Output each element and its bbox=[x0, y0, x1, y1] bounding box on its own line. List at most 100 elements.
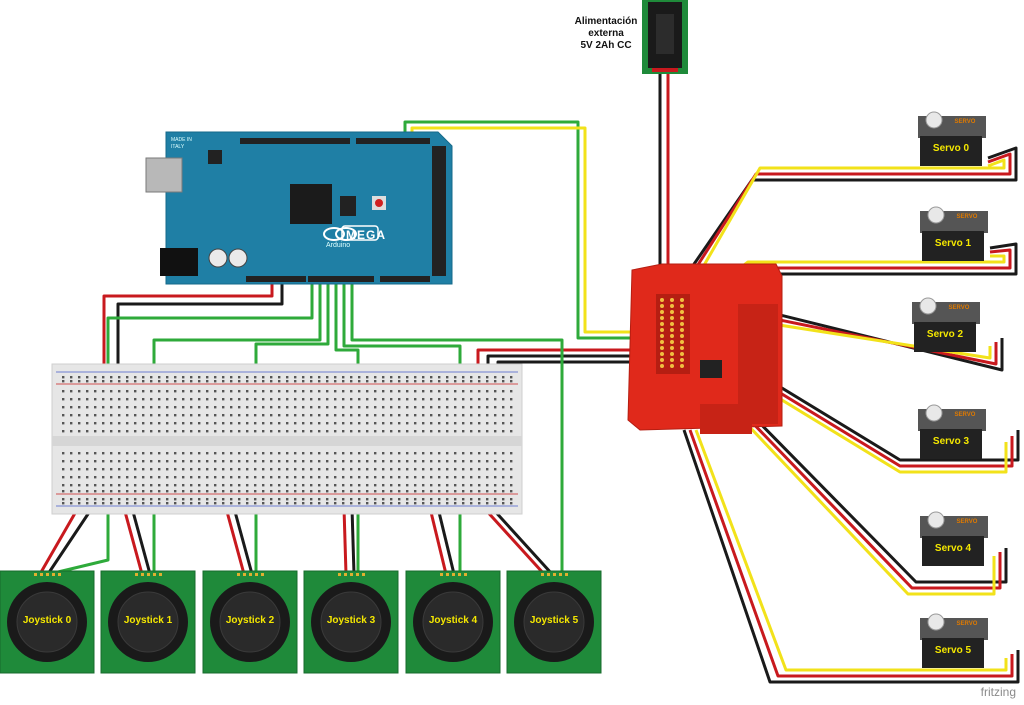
breadboard-hole bbox=[278, 452, 281, 455]
breadboard-hole bbox=[502, 406, 505, 409]
joystick-pin bbox=[565, 573, 568, 576]
breadboard-hole bbox=[254, 414, 257, 417]
breadboard-hole bbox=[318, 398, 321, 401]
servo-horn bbox=[927, 613, 945, 631]
breadboard-hole bbox=[390, 460, 393, 463]
breadboard-hole bbox=[278, 468, 281, 471]
breadboard-hole bbox=[310, 390, 313, 393]
servo-label: Servo 5 bbox=[934, 645, 972, 656]
breadboard-hole bbox=[494, 414, 497, 417]
breadboard-hole bbox=[438, 406, 441, 409]
breadboard-holes bbox=[62, 376, 513, 505]
power-label-line2: externa bbox=[588, 28, 624, 39]
breadboard-hole bbox=[262, 398, 265, 401]
breadboard-hole bbox=[86, 380, 89, 383]
joystick-pin bbox=[261, 573, 264, 576]
breadboard-hole bbox=[302, 380, 305, 383]
breadboard-hole bbox=[174, 406, 177, 409]
breadboard-hole bbox=[246, 390, 249, 393]
breadboard-hole bbox=[342, 452, 345, 455]
breadboard-hole bbox=[286, 430, 289, 433]
breadboard-hole bbox=[270, 380, 273, 383]
breadboard-hole bbox=[438, 476, 441, 479]
breadboard-hole bbox=[414, 468, 417, 471]
breadboard-hole bbox=[278, 398, 281, 401]
shield-pin bbox=[670, 346, 674, 350]
breadboard-hole bbox=[166, 490, 169, 493]
breadboard-hole bbox=[246, 468, 249, 471]
breadboard-hole bbox=[462, 476, 465, 479]
breadboard-hole bbox=[142, 390, 145, 393]
breadboard-hole bbox=[190, 422, 193, 425]
breadboard-hole bbox=[150, 460, 153, 463]
breadboard-hole bbox=[334, 468, 337, 471]
breadboard-hole bbox=[102, 414, 105, 417]
breadboard-hole bbox=[350, 460, 353, 463]
breadboard-hole bbox=[62, 430, 65, 433]
breadboard-hole bbox=[78, 398, 81, 401]
wire-j1-black bbox=[130, 507, 152, 575]
breadboard-hole bbox=[494, 406, 497, 409]
breadboard-hole bbox=[174, 430, 177, 433]
breadboard-hole bbox=[342, 422, 345, 425]
breadboard-hole bbox=[510, 468, 513, 471]
breadboard-hole bbox=[62, 484, 65, 487]
breadboard-hole bbox=[406, 490, 409, 493]
breadboard-hole bbox=[270, 476, 273, 479]
breadboard-hole bbox=[422, 476, 425, 479]
breadboard-hole bbox=[270, 406, 273, 409]
breadboard-hole bbox=[510, 390, 513, 393]
breadboard-hole bbox=[190, 468, 193, 471]
breadboard-hole bbox=[446, 414, 449, 417]
breadboard-hole bbox=[174, 498, 177, 501]
wire-j5-black bbox=[490, 506, 554, 576]
breadboard-hole bbox=[174, 476, 177, 479]
breadboard-hole bbox=[230, 414, 233, 417]
shield-pin bbox=[680, 358, 684, 362]
joystick-pin bbox=[350, 573, 353, 576]
breadboard-hole bbox=[510, 502, 513, 505]
breadboard-hole bbox=[390, 484, 393, 487]
breadboard-hole bbox=[70, 430, 73, 433]
breadboard-hole bbox=[254, 422, 257, 425]
joystick-pin bbox=[356, 573, 359, 576]
breadboard-hole bbox=[510, 430, 513, 433]
breadboard-hole bbox=[502, 460, 505, 463]
breadboard-hole bbox=[198, 452, 201, 455]
breadboard-hole bbox=[350, 376, 353, 379]
breadboard-hole bbox=[86, 460, 89, 463]
breadboard-hole bbox=[126, 502, 129, 505]
breadboard-hole bbox=[182, 398, 185, 401]
breadboard-hole bbox=[246, 376, 249, 379]
breadboard-hole bbox=[110, 376, 113, 379]
breadboard-hole bbox=[174, 380, 177, 383]
breadboard-hole bbox=[302, 430, 305, 433]
breadboard-hole bbox=[118, 422, 121, 425]
breadboard-hole bbox=[486, 380, 489, 383]
breadboard-hole bbox=[254, 490, 257, 493]
breadboard-hole bbox=[270, 498, 273, 501]
breadboard-hole bbox=[118, 468, 121, 471]
breadboard-hole bbox=[326, 406, 329, 409]
breadboard-hole bbox=[62, 476, 65, 479]
breadboard-hole bbox=[94, 422, 97, 425]
breadboard-hole bbox=[414, 452, 417, 455]
breadboard-hole bbox=[174, 452, 177, 455]
breadboard-hole bbox=[294, 476, 297, 479]
wire-s4-yellow bbox=[686, 360, 996, 596]
breadboard-hole bbox=[502, 398, 505, 401]
breadboard-hole bbox=[214, 430, 217, 433]
breadboard-hole bbox=[510, 460, 513, 463]
breadboard-hole bbox=[230, 460, 233, 463]
breadboard-hole bbox=[214, 502, 217, 505]
breadboard-hole bbox=[126, 468, 129, 471]
breadboard-hole bbox=[222, 430, 225, 433]
breadboard-hole bbox=[478, 502, 481, 505]
breadboard-hole bbox=[318, 484, 321, 487]
breadboard-hole bbox=[342, 390, 345, 393]
breadboard-hole bbox=[126, 398, 129, 401]
breadboard-hole bbox=[486, 422, 489, 425]
breadboard-hole bbox=[222, 390, 225, 393]
breadboard-hole bbox=[190, 502, 193, 505]
breadboard-hole bbox=[470, 422, 473, 425]
